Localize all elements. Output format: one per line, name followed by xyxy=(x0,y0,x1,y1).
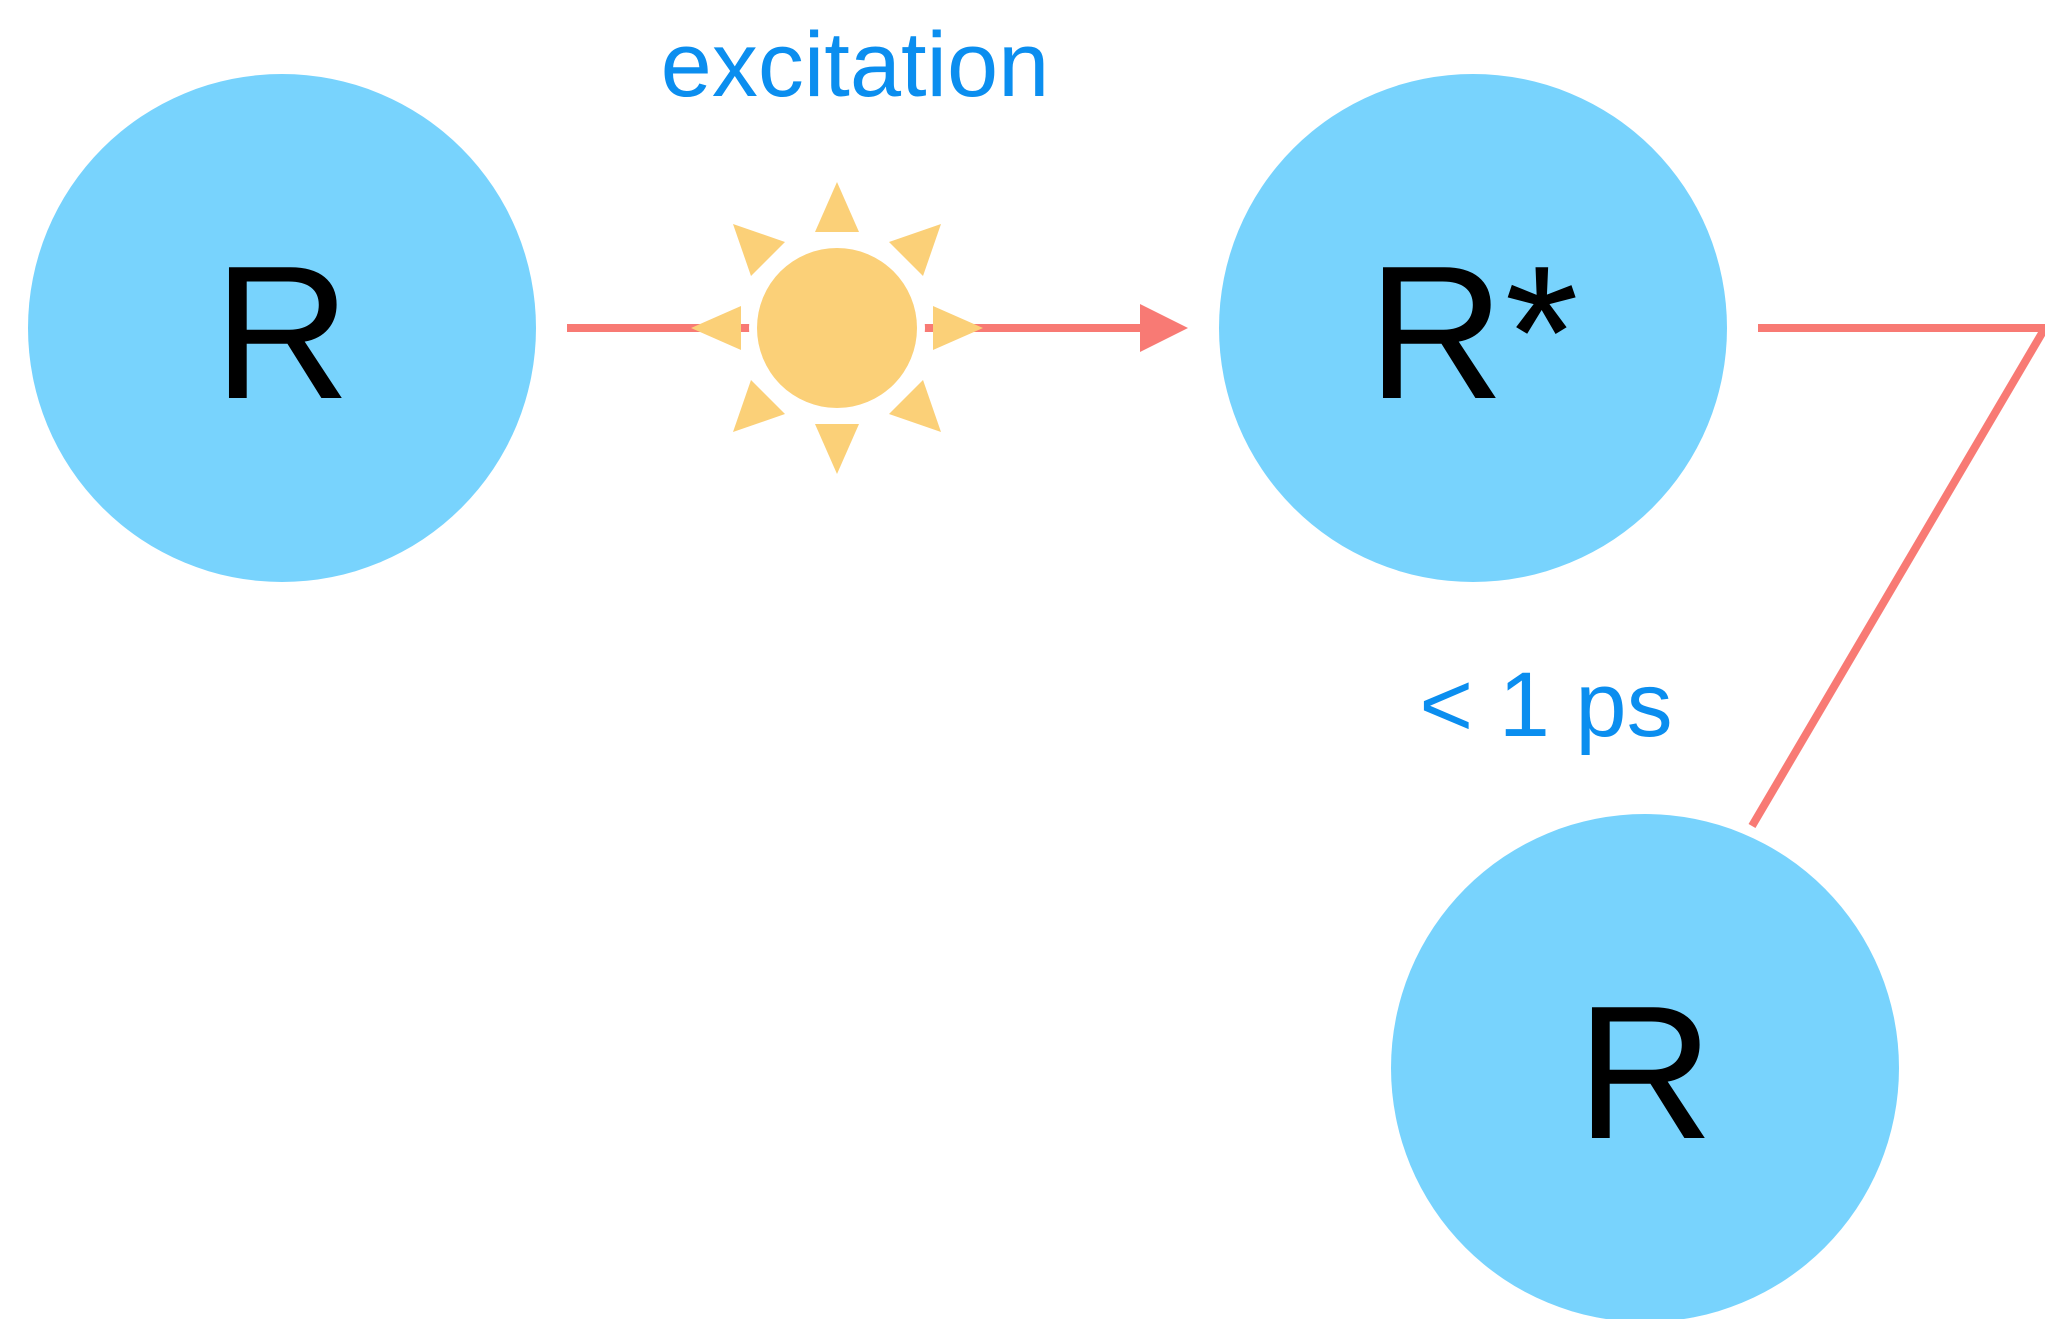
excitation-label: excitation xyxy=(661,14,1050,116)
sun-icon xyxy=(691,182,983,474)
node-label: R* xyxy=(1367,227,1578,439)
node-circle xyxy=(1391,814,1899,1319)
relaxation-diagonal-line xyxy=(1748,325,2045,829)
node-ground-state-initial: R xyxy=(28,74,536,582)
relaxation-time-label: < 1 ps xyxy=(1419,654,1672,756)
excitation-arrowhead xyxy=(1140,304,1188,352)
node-label: R xyxy=(1576,967,1713,1179)
node-ground-state-final: R xyxy=(1391,814,1899,1319)
node-circle xyxy=(28,74,536,582)
node-circle xyxy=(1219,74,1727,582)
edge-relaxation xyxy=(1748,324,2045,829)
node-label: R xyxy=(213,227,350,439)
node-excited-state: R* xyxy=(1219,74,1727,582)
